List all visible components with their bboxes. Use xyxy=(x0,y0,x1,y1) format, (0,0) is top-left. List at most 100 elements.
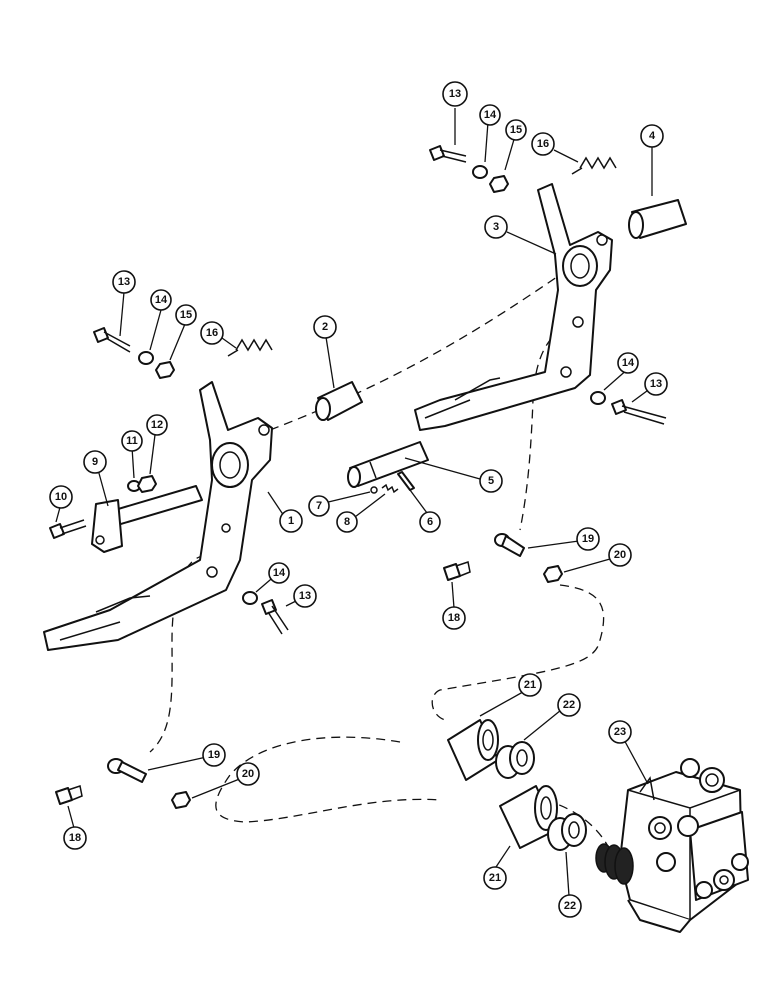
callout-6: 6 xyxy=(419,511,441,533)
bushing-2 xyxy=(315,381,363,421)
svg-text:14: 14 xyxy=(155,294,168,306)
ball-7 xyxy=(370,486,378,494)
svg-text:14: 14 xyxy=(622,357,635,369)
svg-text:21: 21 xyxy=(489,872,501,884)
callout-13-mid-right: 13 xyxy=(644,372,668,396)
brake-pedal-right xyxy=(414,183,613,431)
boot-23 xyxy=(595,843,634,885)
callout-22-upper: 22 xyxy=(557,693,581,717)
roll-pin-6 xyxy=(397,471,415,491)
callout-14-left: 14 xyxy=(150,289,172,311)
callout-10: 10 xyxy=(49,485,73,509)
callout-19-left: 19 xyxy=(202,743,226,767)
bolt-10 xyxy=(49,519,87,539)
callout-22-lower: 22 xyxy=(558,894,582,918)
svg-text:18: 18 xyxy=(448,612,460,624)
spring-16b xyxy=(571,156,617,175)
nut-20a xyxy=(543,565,563,583)
svg-text:13: 13 xyxy=(118,276,130,288)
svg-text:19: 19 xyxy=(208,749,220,761)
spring-8 xyxy=(381,483,399,494)
rod-9 xyxy=(91,485,203,553)
brake-valve-23 xyxy=(619,758,749,933)
callout-13-left: 13 xyxy=(112,270,136,294)
svg-text:16: 16 xyxy=(206,327,218,339)
svg-text:23: 23 xyxy=(614,726,626,738)
svg-text:21: 21 xyxy=(524,679,536,691)
washer-14c xyxy=(590,391,606,405)
callout-15b: 15 xyxy=(505,119,527,141)
alignment-line-top xyxy=(269,267,571,431)
svg-text:22: 22 xyxy=(563,699,575,711)
svg-text:13: 13 xyxy=(650,378,662,390)
nut-12 xyxy=(137,475,157,493)
callout-20-right: 20 xyxy=(608,543,632,567)
svg-text:14: 14 xyxy=(273,567,286,579)
callout-18-left: 18 xyxy=(63,826,87,850)
nut-15b xyxy=(489,175,509,193)
fitting-18a xyxy=(443,561,471,581)
bushing-4 xyxy=(628,199,687,239)
svg-text:3: 3 xyxy=(493,221,499,233)
washer-14b xyxy=(472,165,488,179)
brake-pedal-left xyxy=(43,381,273,651)
svg-text:11: 11 xyxy=(126,435,138,447)
svg-text:9: 9 xyxy=(92,456,98,468)
svg-text:13: 13 xyxy=(449,88,461,100)
callout-21-upper: 21 xyxy=(518,673,542,697)
nut-20b xyxy=(171,791,191,809)
banjo-19b xyxy=(107,758,147,783)
svg-text:10: 10 xyxy=(55,491,67,503)
svg-text:12: 12 xyxy=(151,419,163,431)
fitting-18b xyxy=(55,785,83,805)
callout-13-lower-left: 13 xyxy=(293,584,317,608)
svg-text:5: 5 xyxy=(488,475,494,487)
svg-text:14: 14 xyxy=(484,109,497,121)
bolt-13c xyxy=(611,399,667,425)
svg-text:1: 1 xyxy=(288,515,294,527)
callout-5: 5 xyxy=(479,469,503,493)
callout-3: 3 xyxy=(484,215,508,239)
banjo-19a xyxy=(494,533,525,557)
bolt-13b xyxy=(429,145,467,163)
filter-21b xyxy=(499,785,558,849)
callout-23: 23 xyxy=(608,720,632,744)
callout-14-mid-right: 14 xyxy=(617,352,639,374)
callout-19-right: 19 xyxy=(576,527,600,551)
svg-text:15: 15 xyxy=(180,309,192,321)
svg-text:6: 6 xyxy=(427,516,433,528)
nut-15a xyxy=(155,361,175,379)
callout-1: 1 xyxy=(279,509,303,533)
svg-text:20: 20 xyxy=(614,549,626,561)
spring-16a xyxy=(227,338,273,357)
callout-15-left: 15 xyxy=(175,304,197,326)
bolt-13d xyxy=(261,599,289,635)
callout-9: 9 xyxy=(83,450,107,474)
cross-shaft-5 xyxy=(347,441,429,488)
svg-text:4: 4 xyxy=(649,130,656,142)
callout-8: 8 xyxy=(336,511,358,533)
svg-text:13: 13 xyxy=(299,590,311,602)
svg-text:8: 8 xyxy=(344,516,350,528)
washer-14d xyxy=(242,591,258,605)
callout-12: 12 xyxy=(146,414,168,436)
callout-11: 11 xyxy=(121,430,143,452)
callout-21-lower: 21 xyxy=(483,866,507,890)
washer-14a xyxy=(138,351,154,365)
callout-16-left: 16 xyxy=(200,321,224,345)
svg-text:2: 2 xyxy=(322,321,328,333)
callout-13a: 13 xyxy=(442,81,468,107)
callout-2: 2 xyxy=(313,315,337,339)
filter-22b xyxy=(547,813,587,851)
callout-18-right: 18 xyxy=(442,606,466,630)
svg-text:22: 22 xyxy=(564,900,576,912)
filter-21a xyxy=(447,719,499,781)
svg-text:16: 16 xyxy=(537,138,549,150)
svg-text:20: 20 xyxy=(242,768,254,780)
callout-16b: 16 xyxy=(531,132,555,156)
filter-22a xyxy=(495,741,535,779)
svg-text:18: 18 xyxy=(69,832,81,844)
svg-text:19: 19 xyxy=(582,533,594,545)
bolt-13a xyxy=(93,327,131,353)
svg-text:7: 7 xyxy=(316,500,322,512)
